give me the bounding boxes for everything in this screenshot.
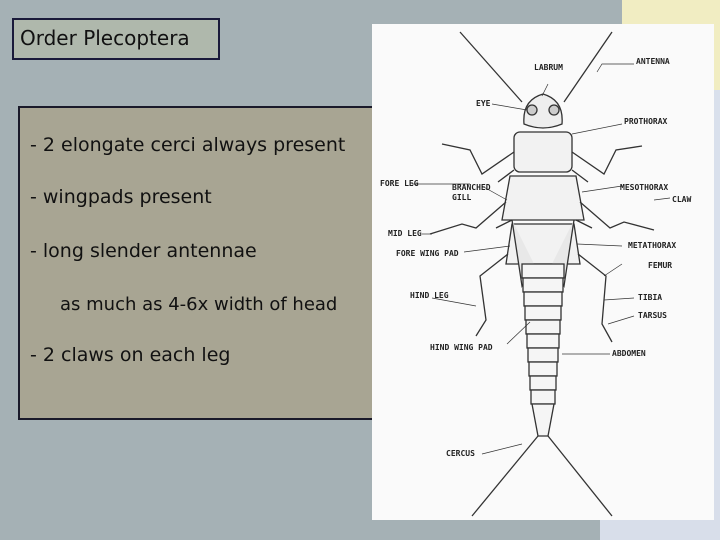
hind-leg-right <box>577 253 613 343</box>
fore-leg-left <box>441 143 515 175</box>
label-mesothorax: MESOTHORAX <box>620 183 668 192</box>
label-femur: FEMUR <box>648 261 672 270</box>
slide-title: Order Plecoptera <box>20 26 190 50</box>
bullet-antennae-detail: as much as 4-6x width of head <box>60 294 338 315</box>
left-antenna <box>459 31 523 103</box>
label-hind-wing-pad: HIND WING PAD <box>430 343 493 352</box>
right-eye <box>548 104 560 116</box>
bullet-claws: - 2 claws on each leg <box>30 344 231 366</box>
left-cercus <box>471 435 539 517</box>
mid-leg-left <box>429 201 507 235</box>
prothorax <box>513 131 573 173</box>
label-branched: BRANCHED <box>452 183 491 192</box>
head <box>523 93 563 129</box>
label-gill: GILL <box>452 193 471 202</box>
label-prothorax: PROTHORAX <box>624 117 668 126</box>
label-tarsus: TARSUS <box>638 311 667 320</box>
stonefly-drawing: LABRUM ANTENNA EYE PROTHORAX FORE LEG BR… <box>380 31 691 517</box>
left-eye <box>526 104 538 116</box>
mid-leg-right <box>579 201 655 231</box>
title-box: Order Plecoptera <box>12 18 220 60</box>
label-cercus: CERCUS <box>446 449 475 458</box>
label-claw: CLAW <box>672 195 691 204</box>
mesothorax <box>501 175 585 221</box>
label-hind-leg: HIND LEG <box>410 291 449 300</box>
fore-leg-right <box>571 145 643 175</box>
right-antenna <box>563 31 613 103</box>
right-cercus <box>547 435 613 517</box>
label-abdomen: ABDOMEN <box>612 349 646 358</box>
label-labrum: LABRUM <box>534 63 563 72</box>
label-mid-leg: MID LEG <box>388 229 422 238</box>
bullet-antennae: - long slender antennae <box>30 240 257 262</box>
bullet-box: - 2 elongate cerci always present - wing… <box>18 106 382 420</box>
hind-leg-left <box>475 253 509 337</box>
label-eye: EYE <box>476 99 491 108</box>
label-tibia: TIBIA <box>638 293 662 302</box>
bullet-wingpads: - wingpads present <box>30 186 212 208</box>
label-antenna: ANTENNA <box>636 57 670 66</box>
label-fore-wing-pad: FORE WING PAD <box>396 249 459 258</box>
bullet-cerci: - 2 elongate cerci always present <box>30 134 346 156</box>
stonefly-diagram: LABRUM ANTENNA EYE PROTHORAX FORE LEG BR… <box>372 24 714 520</box>
label-metathorax: METATHORAX <box>628 241 676 250</box>
abdomen <box>521 263 565 437</box>
label-fore-leg: FORE LEG <box>380 179 419 188</box>
